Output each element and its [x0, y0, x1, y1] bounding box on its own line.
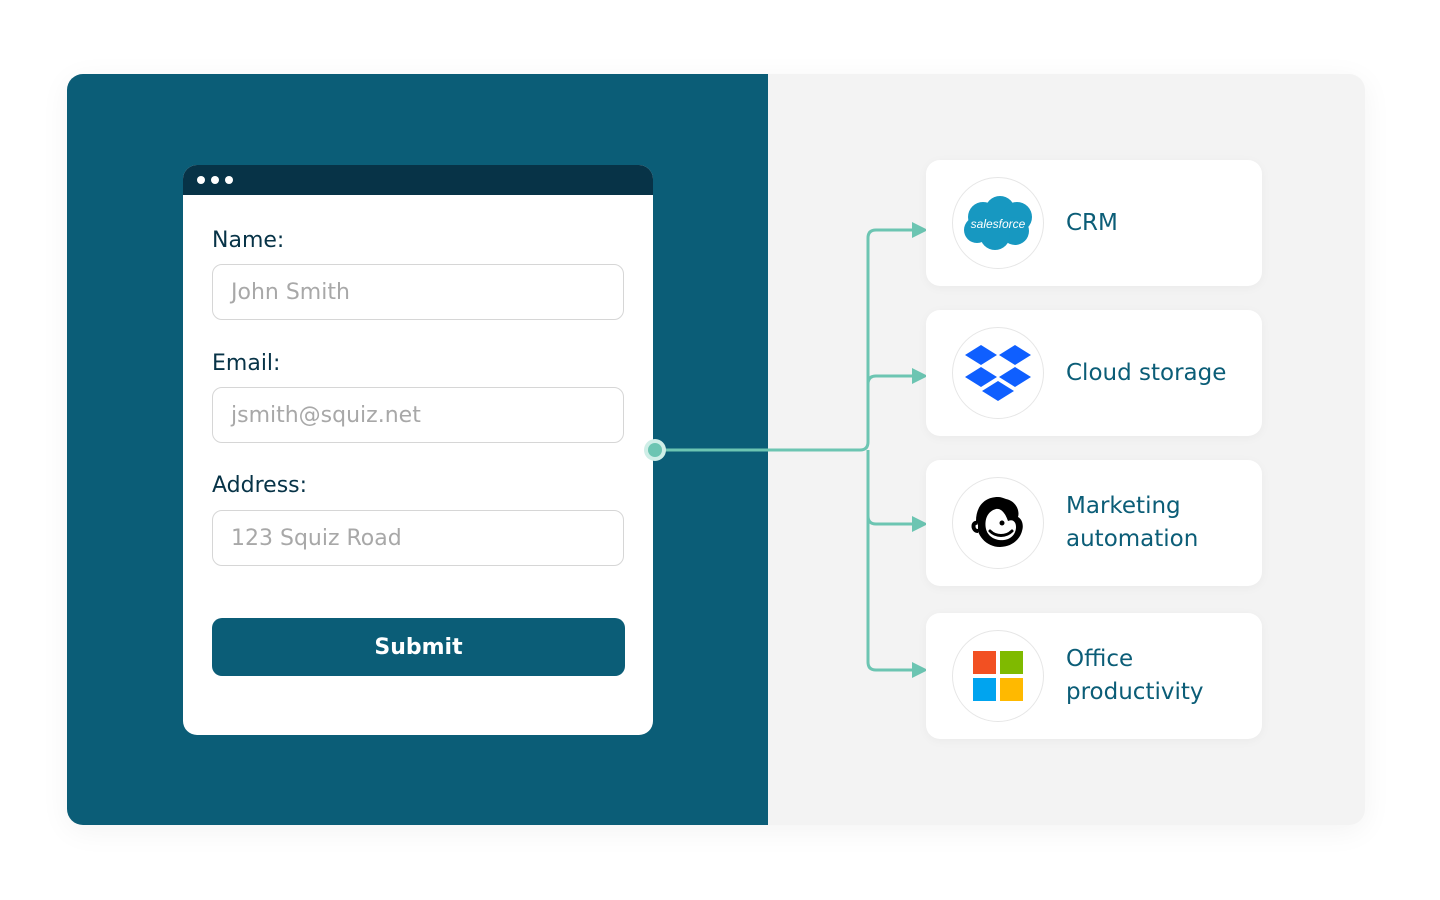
- window-dot-icon: [225, 176, 233, 184]
- form-window: Name: John Smith Email: jsmith@squiz.net…: [183, 165, 653, 735]
- arrowhead-icon: [912, 516, 928, 532]
- dropbox-icon: [952, 327, 1044, 419]
- mailchimp-icon: [952, 477, 1044, 569]
- connector-branch: [866, 458, 912, 526]
- connector-branch: [866, 450, 912, 672]
- connector-trunk: [654, 228, 912, 452]
- microsoft-icon: [952, 630, 1044, 722]
- email-field[interactable]: jsmith@squiz.net: [212, 387, 624, 443]
- arrowhead-icon: [912, 662, 928, 678]
- integration-card-cloud-storage[interactable]: Cloud storage: [926, 310, 1262, 436]
- arrowhead-icon: [912, 368, 928, 384]
- submit-button[interactable]: Submit: [212, 618, 625, 676]
- name-field[interactable]: John Smith: [212, 264, 624, 320]
- window-titlebar: [183, 165, 653, 195]
- salesforce-logo-text: salesforce: [971, 217, 1026, 231]
- window-dot-icon: [211, 176, 219, 184]
- integration-label-cloud-storage: Cloud storage: [1066, 359, 1227, 386]
- integration-card-marketing-automation[interactable]: Marketing automation: [926, 460, 1262, 586]
- integration-card-crm[interactable]: salesforce CRM: [926, 160, 1262, 286]
- connector-branch: [866, 374, 912, 385]
- address-field[interactable]: 123 Squiz Road: [212, 510, 624, 566]
- integration-label-office-productivity: Office productivity: [1066, 646, 1204, 705]
- address-label: Address:: [212, 473, 308, 498]
- integration-card-office-productivity[interactable]: Office productivity: [926, 613, 1262, 739]
- salesforce-icon: salesforce: [952, 177, 1044, 269]
- integration-label-crm: CRM: [1066, 209, 1118, 236]
- window-dot-icon: [197, 176, 205, 184]
- email-label: Email:: [212, 351, 281, 376]
- arrowhead-icon: [912, 222, 928, 238]
- name-label: Name:: [212, 228, 285, 253]
- integration-label-marketing-automation: Marketing automation: [1066, 493, 1199, 552]
